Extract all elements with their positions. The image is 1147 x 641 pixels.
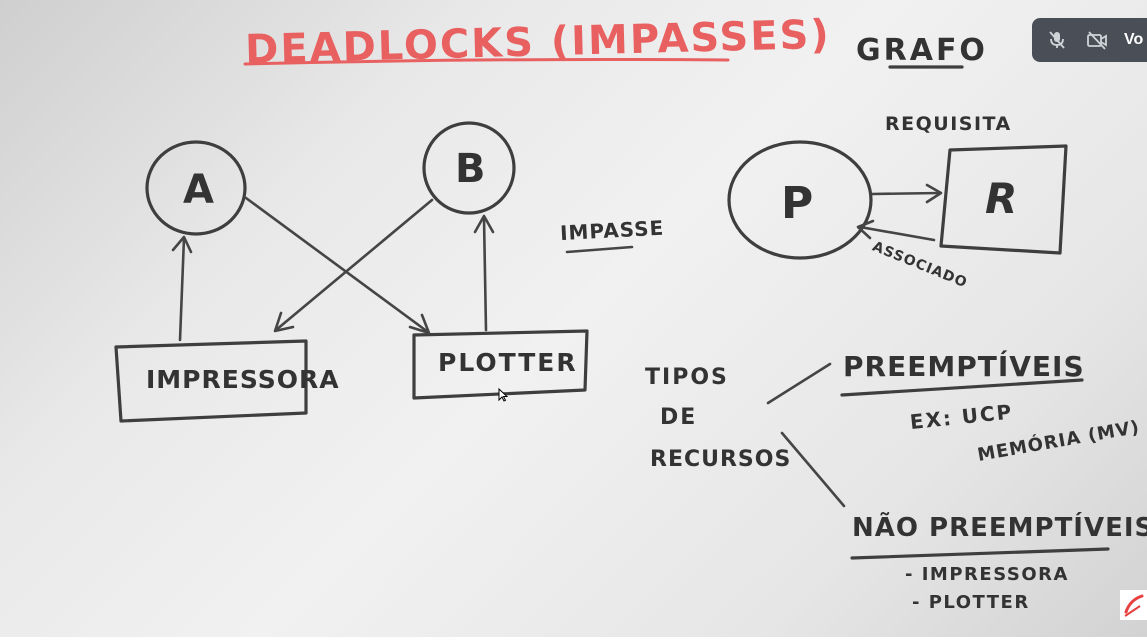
impasse-underline: [565, 245, 634, 254]
toggle-camera-button[interactable]: [1082, 25, 1112, 55]
edge-b-to-impressora: [274, 198, 434, 332]
impasse-note: IMPASSE: [559, 216, 664, 245]
resource-impressora-box: [114, 339, 308, 423]
arrowhead-assigned: [856, 219, 875, 240]
process-a-node: [145, 140, 247, 236]
non-preemptive-underline: [850, 547, 1110, 560]
non-preemptive-example-1: - IMPRESSORA: [905, 564, 1069, 585]
board-title: DEADLOCKS (IMPASSES): [245, 12, 832, 73]
branch-preemptive: [766, 362, 832, 405]
graph-heading: GRAFO: [856, 33, 988, 68]
meeting-toolbar: Vo: [1032, 18, 1147, 62]
resource-types-line3: RECURSOS: [650, 447, 791, 472]
arrowhead-a: [171, 235, 193, 254]
arrowhead-request: [925, 183, 943, 204]
non-preemptive-heading: NÃO PREEMPTÍVEIS: [852, 511, 1147, 543]
arrowhead-plotter: [408, 313, 431, 335]
edge-request: [870, 191, 942, 196]
preemptive-example-1: EX: UCP: [909, 399, 1015, 434]
branch-non-preemptive: [780, 431, 846, 508]
resource-plotter-label: PLOTTER: [438, 348, 578, 377]
arrowhead-b: [473, 214, 495, 234]
mute-microphone-button[interactable]: [1042, 25, 1072, 55]
process-b-node: [422, 121, 516, 215]
edge-assigned: [858, 225, 936, 242]
resource-types-line2: DE: [660, 405, 697, 430]
app-logo-icon: [1120, 590, 1147, 620]
edge-impressora-to-a: [178, 236, 186, 342]
arrowhead-impressora: [273, 311, 295, 333]
mouse-cursor-icon: [498, 388, 508, 402]
edge-a-to-plotter: [244, 196, 430, 334]
preemptive-underline: [840, 378, 1084, 397]
edge-plotter-to-b: [482, 216, 488, 332]
resource-plotter-box: [412, 329, 589, 400]
edge-request-label: REQUISITA: [885, 113, 1012, 135]
process-a-label: A: [183, 167, 214, 213]
mic-off-icon: [1049, 31, 1065, 49]
resource-r-label: R: [985, 174, 1017, 223]
resource-r-box: [939, 144, 1068, 255]
process-b-label: B: [455, 146, 486, 192]
meeting-toolbar-label[interactable]: Vo: [1124, 31, 1144, 48]
resource-types-line1: TIPOS: [645, 365, 729, 390]
camera-off-icon: [1087, 31, 1107, 50]
process-p-label: P: [781, 178, 813, 229]
title-underline: [243, 58, 730, 66]
resource-impressora-label: IMPRESSORA: [146, 365, 340, 394]
preemptive-heading: PREEMPTÍVEIS: [843, 349, 1085, 383]
process-p-node: [727, 140, 873, 260]
non-preemptive-example-2: - PLOTTER: [912, 592, 1030, 613]
